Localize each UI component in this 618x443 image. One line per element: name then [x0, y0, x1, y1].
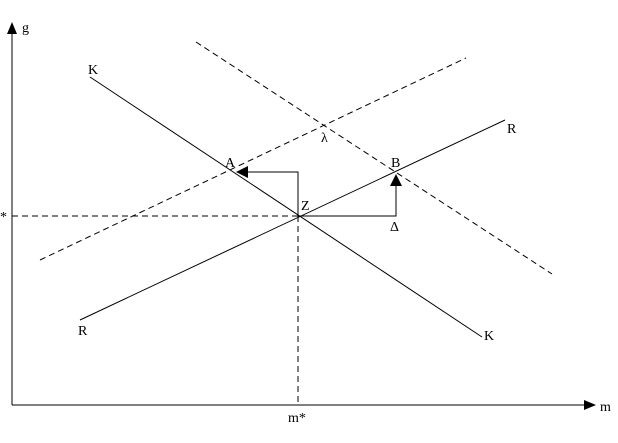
arrow-left-icon: [236, 166, 248, 178]
kk-bottom-label: K: [484, 329, 494, 344]
x-axis-label: m: [600, 400, 611, 415]
arrow-to-a: [248, 171, 299, 216]
shifted-kk-line: [195, 41, 553, 275]
arrow-to-b: [298, 186, 397, 217]
y-axis-label: g: [22, 21, 29, 36]
g-star-tick-label: *: [0, 210, 7, 225]
kk-top-label: K: [88, 63, 98, 78]
point-lambda-label: λ: [321, 131, 328, 146]
point-b-label: B: [391, 156, 400, 171]
x-axis-arrow-icon: [584, 400, 596, 410]
kk-line: [89, 76, 483, 338]
m-star-tick-label: m*: [288, 411, 306, 426]
rr-line: [79, 119, 506, 321]
rr-top-label: R: [507, 122, 517, 137]
point-delta-label: Δ: [390, 220, 399, 235]
point-z-label: Z: [301, 199, 310, 214]
y-axis-arrow-icon: [7, 22, 17, 34]
rr-bottom-label: R: [78, 324, 88, 339]
shifted-rr-line: [39, 57, 467, 261]
arrow-up-icon: [390, 174, 402, 186]
point-a-label: A: [225, 156, 236, 171]
